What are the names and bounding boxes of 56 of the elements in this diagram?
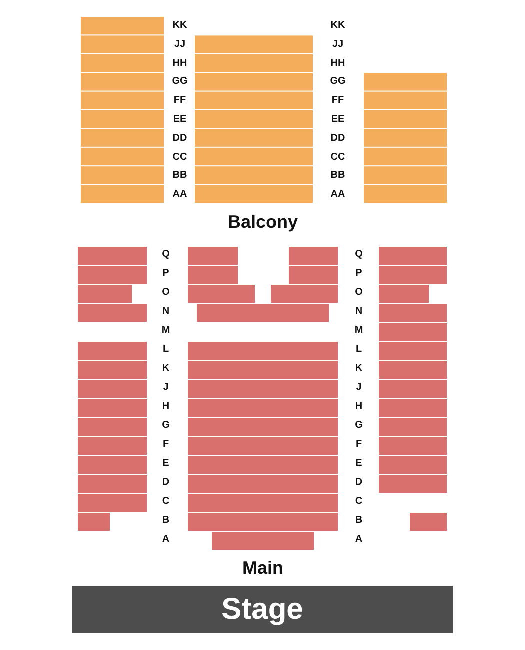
- row-label: GG: [172, 77, 188, 88]
- row-label: B: [355, 516, 363, 526]
- section-label: Balcony: [228, 213, 298, 231]
- row-label: EE: [331, 115, 345, 125]
- row-label: P: [162, 269, 170, 279]
- row-label: G: [162, 421, 170, 431]
- row-label: F: [356, 440, 362, 450]
- row-label: G: [355, 421, 363, 431]
- row-label: O: [355, 288, 363, 298]
- row-label: H: [355, 402, 363, 412]
- stage-label: Stage: [222, 592, 304, 626]
- row-label: K: [162, 364, 170, 374]
- row-label: J: [356, 383, 362, 393]
- section-label: Main: [242, 559, 284, 577]
- row-label: CC: [330, 152, 346, 163]
- row-label: C: [162, 497, 170, 507]
- row-label: N: [355, 307, 363, 317]
- row-label: KK: [172, 21, 188, 31]
- row-label: BB: [172, 171, 188, 182]
- row-label: JJ: [174, 40, 186, 50]
- row-label: Q: [355, 250, 363, 260]
- row-label: FF: [332, 96, 344, 106]
- row-label: BB: [330, 171, 346, 182]
- stage-area: [72, 586, 453, 633]
- row-label: DD: [172, 134, 188, 144]
- row-label: DD: [330, 134, 346, 144]
- row-label: CC: [172, 152, 188, 163]
- row-label: FF: [174, 96, 186, 106]
- row-label: B: [162, 516, 170, 526]
- row-label: HH: [330, 58, 346, 69]
- row-label: EE: [173, 115, 187, 125]
- row-label: K: [355, 364, 363, 374]
- row-label: C: [355, 497, 363, 507]
- row-label: L: [162, 345, 170, 355]
- row-label: H: [162, 402, 170, 412]
- row-label: GG: [330, 77, 346, 88]
- row-label: F: [162, 440, 170, 450]
- row-label: JJ: [332, 40, 344, 50]
- row-label: M: [162, 326, 170, 336]
- row-label: L: [356, 345, 362, 355]
- row-label: D: [162, 478, 170, 488]
- row-label: AA: [330, 190, 346, 200]
- row-label: HH: [172, 58, 188, 69]
- row-label: E: [162, 459, 170, 469]
- row-label: D: [355, 478, 363, 488]
- row-label: Q: [162, 250, 170, 260]
- row-label: AA: [172, 190, 188, 200]
- row-label: KK: [330, 21, 346, 31]
- row-label: O: [162, 288, 170, 298]
- row-label: P: [356, 269, 362, 279]
- row-label: E: [356, 459, 362, 469]
- row-label: A: [355, 535, 363, 545]
- row-label: M: [354, 326, 364, 336]
- row-label: N: [162, 307, 170, 317]
- row-label: J: [163, 383, 169, 393]
- row-label: A: [162, 535, 170, 545]
